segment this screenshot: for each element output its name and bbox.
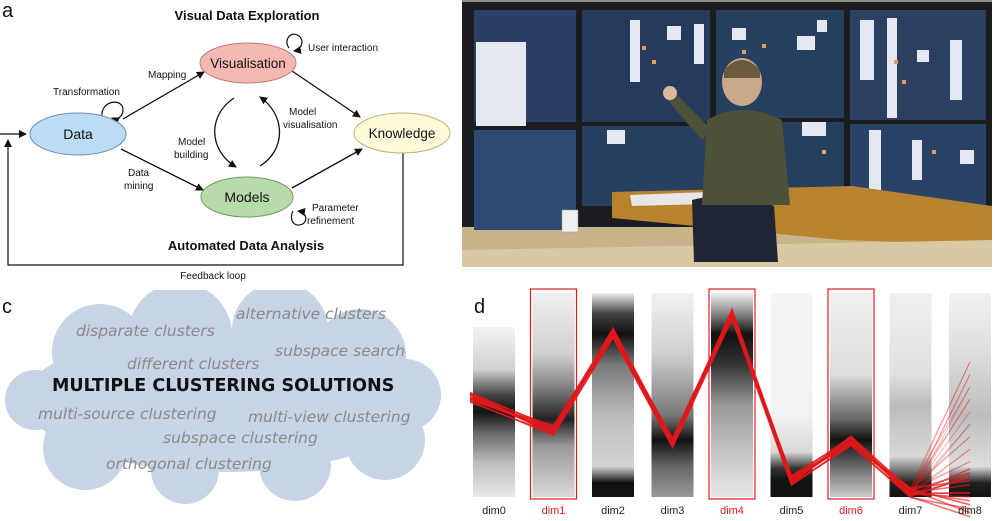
axis-bar-dim8 [949,293,991,497]
cluster-line [469,312,971,495]
cloud-term-subspace-search: subspace search [275,342,405,360]
cluster-line [469,317,971,498]
node-models-ellipse [200,176,294,218]
cloud-term-different-clusters: different clusters [127,355,260,373]
node-data-label: Data [63,126,93,142]
cluster-line [469,316,971,491]
parallel-coordinates-plot: dim0 dim1 dim2 dim3 dim4 dim5 dim6 dim7 dim8 [469,288,991,518]
cluster-line [469,316,971,491]
axis-bar-dim3 [651,293,694,497]
cluster-line [469,315,971,490]
cluster-line [469,310,971,489]
highlight-frame-dim6 [827,288,875,500]
cluster-line [469,313,971,496]
axis-label-dim4: dim4 [720,505,744,517]
axis-bar-dim1 [532,293,575,497]
cloud-term-disparate-clusters: disparate clusters [76,322,215,340]
cloud-shape [5,290,441,504]
cloud-term-alternative-clusters: alternative clusters [236,305,386,323]
label-parameter-refinement-1: Parameter [312,203,359,214]
panel-label-c: c [2,296,12,318]
edge-data-models [120,148,204,191]
highlight-frame-dim4 [708,288,756,500]
cluster-line [469,315,971,506]
transformation-self-loop [101,101,124,125]
cloud-term-multi-view-clustering: multi-view clustering [248,408,411,426]
axis-label-dim5: dim5 [780,505,804,517]
label-user-interaction: User interaction [308,43,378,54]
label-mapping: Mapping [148,70,186,81]
label-parameter-refinement-2: refinement [307,216,354,227]
node-knowledge-ellipse [353,112,451,154]
label-model-building-1: Model [178,137,205,148]
cloud-main-term: MULTIPLE CLUSTERING SOLUTIONS [52,376,395,396]
axis-label-dim0: dim0 [482,505,506,517]
node-knowledge-label: Knowledge [369,126,436,141]
cluster-line [469,311,971,495]
cluster-line [469,309,971,497]
cloud-term-multi-source-clustering: multi-source clustering [38,405,217,423]
axis-label-dim3: dim3 [661,505,685,517]
label-data-mining-2: mining [124,181,153,192]
cluster-line [469,307,971,496]
axis-label-dim2: dim2 [601,505,625,517]
label-feedback-loop: Feedback loop [180,271,246,282]
model-visualisation-arc [259,96,281,167]
visual-analytics-diagram: Visual Data Exploration Automated Data A… [0,8,451,282]
cloud-term-orthogonal-clustering: orthogonal clustering [106,455,272,473]
node-data-ellipse [29,112,127,156]
axis-label-dim1: dim1 [542,505,566,517]
node-models-label: Models [224,189,269,205]
node-visualisation-ellipse [199,42,297,84]
cluster-line [469,308,971,492]
axis-bar-dim2 [592,293,634,497]
cluster-line [469,311,971,494]
panel-label-a: a [2,0,14,22]
cluster-line [469,314,971,492]
cloud-term-subspace-clustering: subspace clustering [163,429,318,447]
axis-bar-dim6 [830,293,872,497]
axis-label-dim7: dim7 [899,505,923,517]
user-interaction-self-loop [286,33,303,54]
title-visual-data-exploration: Visual Data Exploration [175,8,320,23]
label-model-building-2: building [174,150,208,161]
cluster-line [469,317,971,498]
label-model-visualisation-1: Model [289,107,316,118]
cluster-line [469,308,971,497]
label-data-mining-1: Data [128,168,150,179]
label-model-visualisation-2: visualisation [283,120,337,131]
parameter-refinement-self-loop [290,208,307,226]
cluster-line [469,310,971,489]
node-visualisation-label: Visualisation [210,56,286,71]
cluster-line [469,307,971,496]
model-building-arc [214,97,237,168]
panel-label-d: d [474,296,486,318]
edge-models-knowledge [291,148,363,189]
label-transformation: Transformation [53,87,120,98]
axis-label-dim6: dim6 [839,505,863,517]
axis-bar-dim4 [711,293,753,497]
axis-label-dim8: dim8 [958,505,982,517]
edge-data-visualisation [122,71,205,120]
cluster-line [469,314,971,492]
axis-bar-dim7 [889,293,932,497]
cluster-line [469,313,971,496]
analyst-photo [462,0,992,267]
axis-bar-dim5 [770,293,813,497]
cluster-line [469,311,971,494]
edge-visualisation-knowledge [291,70,361,118]
title-automated-data-analysis: Automated Data Analysis [168,238,324,253]
feedback-loop-arrow [4,139,404,266]
cluster-line [469,316,971,499]
